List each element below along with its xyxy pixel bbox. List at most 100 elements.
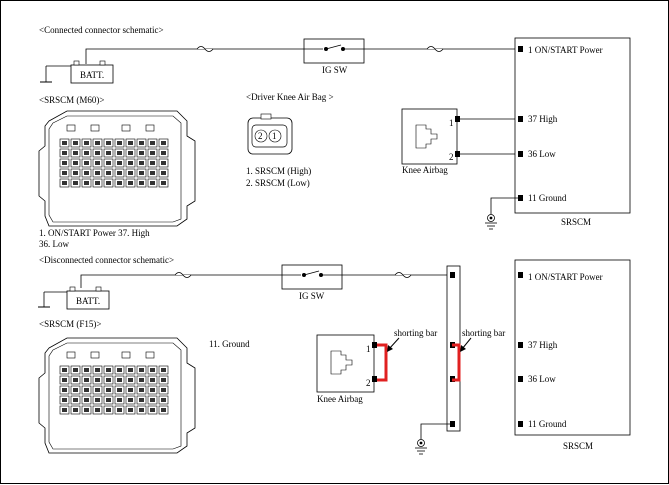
- disconnected-knee-airbag: [316, 334, 377, 393]
- disconnected-knee-airbag-label: Knee Airbag: [317, 394, 363, 404]
- connected-power-wire: [85, 46, 518, 64]
- connector-pin-mark: [62, 171, 67, 175]
- connector-pin-mark: [95, 141, 100, 145]
- connector-pin-mark: [73, 408, 78, 412]
- shorting-bar-left: [377, 337, 400, 382]
- connector-pin-mark: [117, 398, 122, 402]
- connector-pin-mark: [150, 181, 155, 185]
- connected-srscm-box: [485, 37, 631, 230]
- connector-pin-mark: [161, 181, 166, 185]
- connector-pin-mark: [139, 141, 144, 145]
- connector-pin-mark: [161, 398, 166, 402]
- connector-pin-mark: [128, 171, 133, 175]
- connector-pin-mark: [128, 408, 133, 412]
- connector-pin-mark: [73, 398, 78, 402]
- connector-pin-mark: [95, 181, 100, 185]
- connector-pin-mark: [106, 388, 111, 392]
- disconnected-pin-high: 37 High: [528, 340, 558, 350]
- connector-pin-mark: [73, 181, 78, 185]
- connector-pin-mark: [84, 378, 89, 382]
- disconnected-ka-pin-1: 1: [366, 344, 371, 354]
- connected-legend-line1: 1. ON/START Power 37. High: [39, 228, 150, 238]
- connector-pin-mark: [84, 171, 89, 175]
- connector-pin-mark: [95, 151, 100, 155]
- disconnected-title: <Disconnected connector schematic>: [39, 255, 174, 265]
- dkab-pin-1: 1: [272, 131, 277, 141]
- connected-knee-airbag-label: Knee Airbag: [402, 165, 448, 175]
- connector-pin-mark: [73, 161, 78, 165]
- connector-pin-mark: [117, 368, 122, 372]
- connector-pin-mark: [161, 408, 166, 412]
- connector-pin-mark: [106, 398, 111, 402]
- connector-pin-mark: [84, 408, 89, 412]
- connector-pin-mark: [106, 171, 111, 175]
- connector-pin-mark: [73, 368, 78, 372]
- connected-ig-switch: [303, 38, 365, 64]
- connector-pin-mark: [150, 161, 155, 165]
- connector-pin-mark: [161, 141, 166, 145]
- connected-pin-low: 36 Low: [528, 149, 556, 159]
- connector-pin-mark: [128, 141, 133, 145]
- connector-pin-mark: [117, 378, 122, 382]
- connector-pin-mark: [128, 151, 133, 155]
- connector-pin-mark: [128, 181, 133, 185]
- dkab-pin-2: 2: [258, 131, 263, 141]
- disconnected-pin-ground: 11 Ground: [528, 419, 567, 429]
- connector-pin-mark: [62, 368, 67, 372]
- connector-pin-mark: [150, 398, 155, 402]
- dkab-desc-2: 2. SRSCM (Low): [246, 178, 310, 188]
- connected-ig-sw-label: IG SW: [322, 65, 348, 75]
- connected-battery: [40, 60, 114, 84]
- connected-pin-ground: 11 Ground: [528, 193, 567, 203]
- disconnected-pin-on-start: 1 ON/START Power: [528, 272, 603, 282]
- connector-pin-mark: [73, 151, 78, 155]
- connector-pin-mark: [117, 161, 122, 165]
- disconnected-ka-pin-2: 2: [366, 378, 371, 388]
- connector-pin-mark: [128, 388, 133, 392]
- connector-pin-mark: [84, 398, 89, 402]
- connector-pin-mark: [62, 378, 67, 382]
- connector-pin-mark: [139, 378, 144, 382]
- disconnected-srscm-box: [514, 259, 631, 436]
- connector-pin-mark: [128, 378, 133, 382]
- connected-ka-pin-1: 1: [449, 118, 454, 128]
- connector-pin-mark: [106, 141, 111, 145]
- connector-pin-mark: [95, 368, 100, 372]
- dkab-desc-1: 1. SRSCM (High): [246, 166, 311, 176]
- shorting-bar-left-label: shorting bar: [394, 328, 437, 338]
- connector-pin-mark: [106, 408, 111, 412]
- connected-pin-high: 37 High: [528, 114, 558, 124]
- connector-pin-mark: [73, 141, 78, 145]
- srscm-f15-connector: [38, 337, 196, 454]
- connector-pin-mark: [161, 388, 166, 392]
- connected-knee-airbag: [401, 108, 518, 165]
- connector-pin-mark: [139, 398, 144, 402]
- connector-pin-mark: [128, 398, 133, 402]
- connector-pin-mark: [139, 161, 144, 165]
- connector-pin-mark: [150, 171, 155, 175]
- connector-pin-mark: [95, 171, 100, 175]
- shorting-bar-right-label: shorting bar: [462, 328, 505, 338]
- connector-pin-mark: [62, 151, 67, 155]
- connector-pin-mark: [117, 141, 122, 145]
- disconnected-ground-note: 11. Ground: [209, 339, 250, 349]
- connector-pin-mark: [62, 181, 67, 185]
- connected-ka-pin-2: 2: [449, 152, 454, 162]
- connector-pin-mark: [150, 151, 155, 155]
- connector-pin-mark: [73, 378, 78, 382]
- connector-pin-mark: [139, 408, 144, 412]
- connector-pin-mark: [106, 368, 111, 372]
- connector-pin-mark: [161, 378, 166, 382]
- connector-pin-mark: [150, 388, 155, 392]
- disconnected-battery: [38, 286, 110, 310]
- connected-title: <Connected connector schematic>: [39, 25, 164, 35]
- connector-pin-mark: [139, 171, 144, 175]
- disconnected-srscm-f15-label: <SRSCM (F15)>: [39, 319, 101, 329]
- connector-pin-mark: [95, 161, 100, 165]
- connector-pin-mark: [95, 398, 100, 402]
- connector-pin-mark: [62, 388, 67, 392]
- connector-pin-mark: [95, 408, 100, 412]
- connector-pin-mark: [62, 141, 67, 145]
